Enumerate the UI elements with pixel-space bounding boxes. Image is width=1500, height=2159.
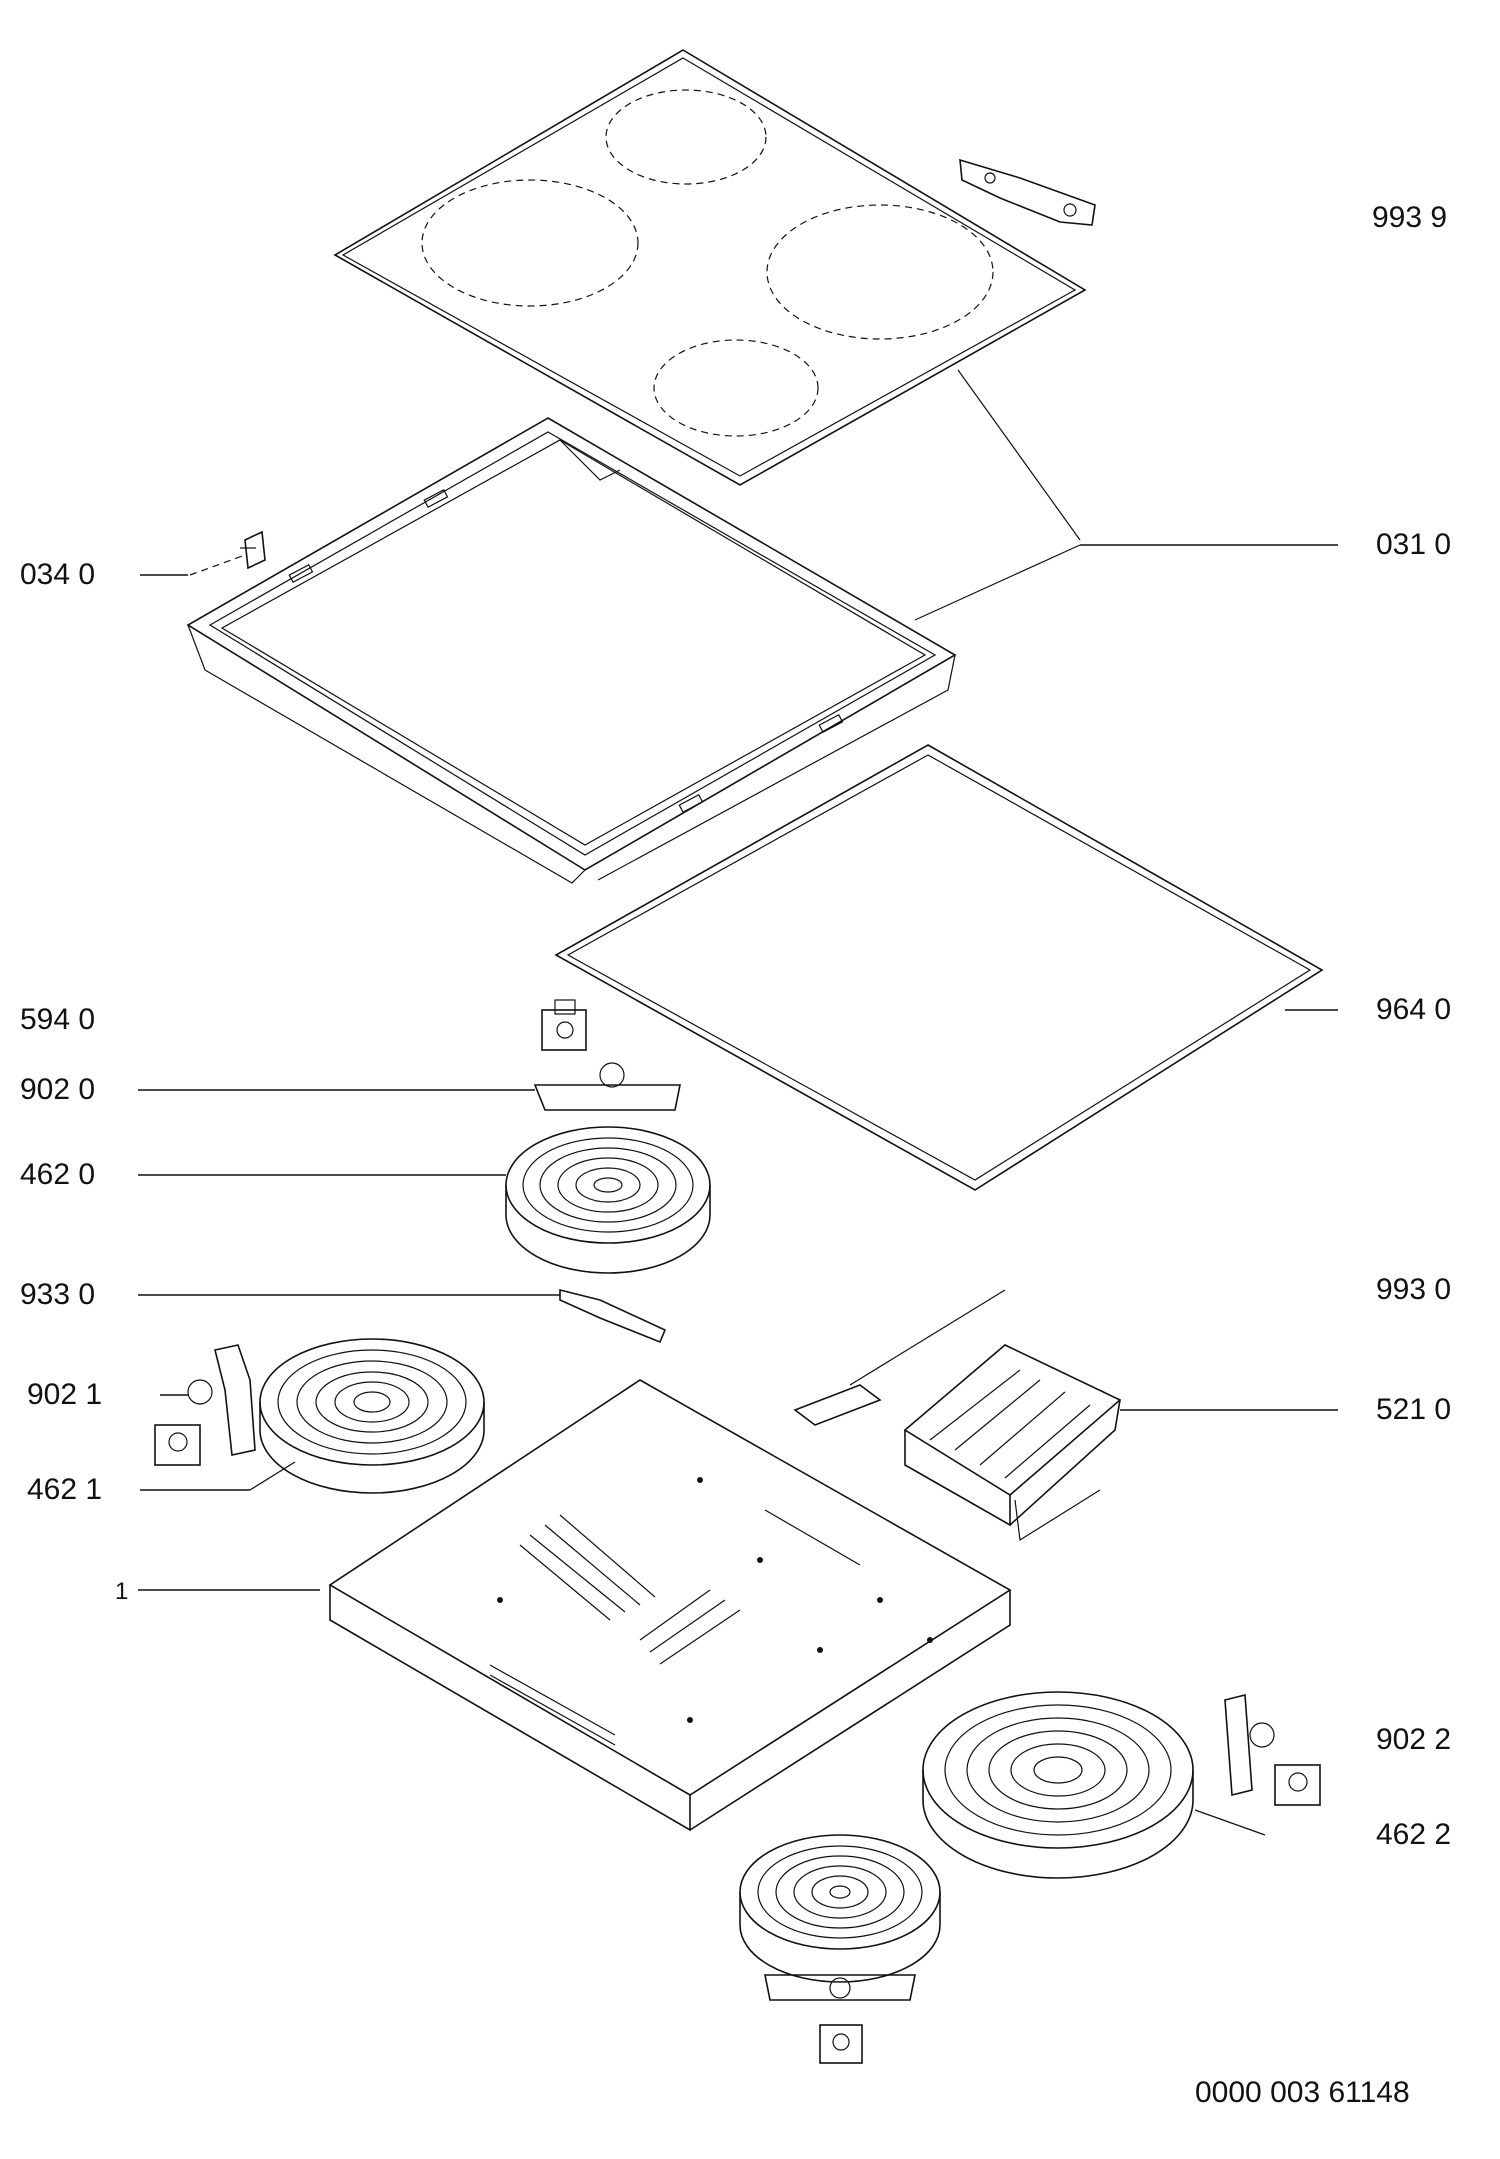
switch-5940 <box>541 999 587 1051</box>
heating-element-4622 <box>922 1691 1194 1879</box>
label-9640: 964 0 <box>1376 993 1452 1026</box>
heating-element-4620 <box>505 1126 711 1274</box>
clip-0340 <box>240 530 266 570</box>
base-tray <box>328 1379 1012 1832</box>
label-5940: 594 0 <box>20 1003 96 1036</box>
switch-bottom <box>819 2024 863 2064</box>
label-9021: 902 1 <box>27 1378 103 1411</box>
bracket-9930 <box>793 1384 882 1426</box>
label-9020: 902 0 <box>20 1073 96 1106</box>
label-9022: 902 2 <box>1376 1723 1452 1756</box>
label-9330: 933 0 <box>20 1278 96 1311</box>
document-number: 0000 003 61148 <box>1195 2076 1410 2109</box>
label-9930: 993 0 <box>1376 1273 1452 1306</box>
control-module-5210 <box>903 1344 1122 1542</box>
label-4621: 462 1 <box>27 1473 103 1506</box>
heating-element-bottom <box>739 1834 941 1983</box>
label-4622: 462 2 <box>1376 1818 1452 1851</box>
seal-gasket <box>554 744 1324 1191</box>
bracket-9022 <box>1224 1693 1275 1797</box>
bracket-9020 <box>533 1062 681 1111</box>
label-0310: 031 0 <box>1376 528 1452 561</box>
label-0340: 034 0 <box>20 558 96 591</box>
switch-right <box>1274 1764 1321 1806</box>
switch-left <box>154 1424 201 1466</box>
label-5210: 521 0 <box>1376 1393 1452 1426</box>
label-4620: 462 0 <box>20 1158 96 1191</box>
heating-element-4621 <box>259 1338 485 1494</box>
bracket-bottom <box>764 1974 916 2001</box>
bracket-9021 <box>187 1344 256 1456</box>
clip-9330 <box>559 1288 667 1344</box>
corner-bracket <box>959 158 1096 226</box>
label-1: 1 <box>115 1578 129 1605</box>
glass-ceramic-top <box>333 49 1087 486</box>
label-9939: 993 9 <box>1372 201 1448 234</box>
hob-frame <box>186 417 957 884</box>
